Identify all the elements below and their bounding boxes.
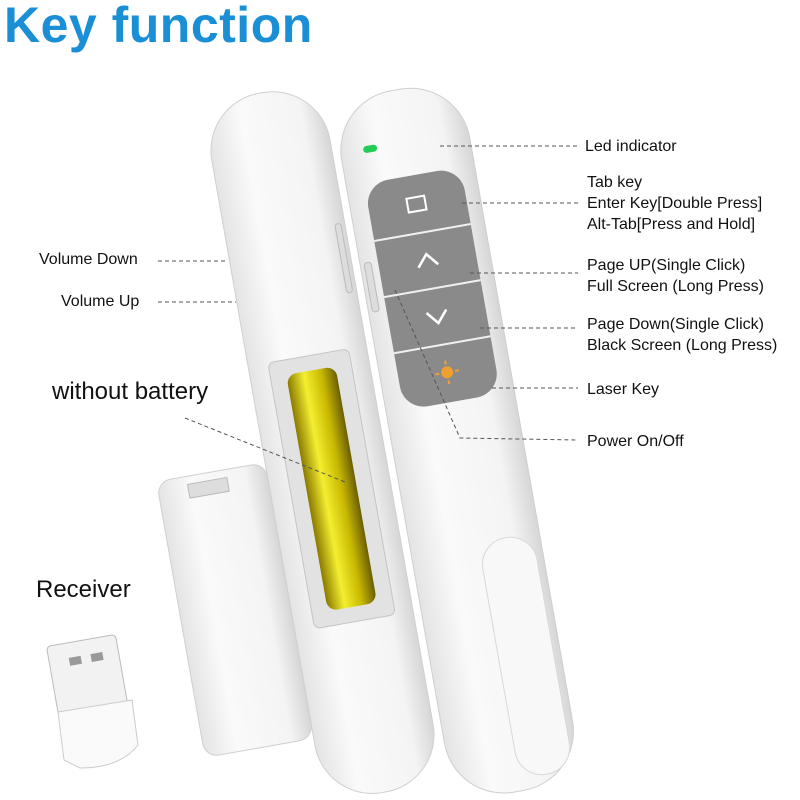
label-power: Power On/Off: [587, 433, 684, 450]
label-line: Enter Key[Double Press]: [587, 195, 763, 212]
chevron-down-icon[interactable]: [425, 308, 449, 326]
volume-rocker[interactable]: [334, 223, 353, 294]
label-without-battery: without battery: [52, 378, 209, 405]
leader-lines: [158, 145, 579, 483]
label-receiver: Receiver: [36, 576, 131, 603]
remote-front-body: [340, 87, 574, 794]
battery-cover: [158, 464, 312, 756]
label-laser-key: Laser Key: [587, 381, 660, 398]
label-volume-down: Volume Down: [39, 251, 138, 268]
clip: [481, 536, 571, 776]
power-switch[interactable]: [363, 261, 380, 313]
laser-sun-icon[interactable]: [433, 358, 461, 386]
label-line: Page Down(Single Click): [587, 316, 764, 333]
battery: [287, 367, 376, 610]
label-led-indicator: Led indicator: [585, 138, 677, 155]
label-line: Black Screen (Long Press): [587, 337, 778, 354]
remote-back-body: [210, 91, 435, 794]
label-page-down: Page Down(Single Click) Black Screen (Lo…: [587, 314, 777, 356]
chevron-up-icon[interactable]: [416, 252, 440, 269]
label-line: Tab key: [587, 174, 643, 191]
label-page-up: Page UP(Single Click) Full Screen (Long …: [587, 255, 764, 297]
label-line: Alt-Tab[Press and Hold]: [587, 216, 756, 233]
label-volume-up: Volume Up: [61, 293, 140, 310]
label-tab-key: Tab key Enter Key[Double Press] Alt-Tab[…: [587, 172, 762, 235]
label-line: Page UP(Single Click): [587, 257, 746, 274]
label-line: Full Screen (Long Press): [587, 278, 764, 295]
usb-receiver: [46, 634, 139, 769]
square-icon[interactable]: [405, 194, 428, 214]
page-title: Key function: [4, 0, 313, 53]
led-indicator: [363, 144, 378, 153]
